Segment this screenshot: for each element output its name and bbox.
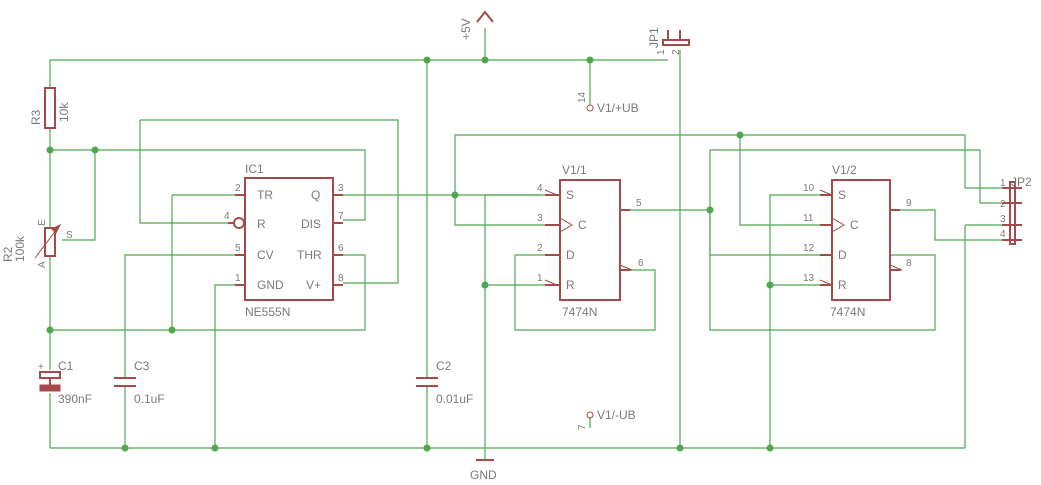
v1-ub-pos-pin: 14 xyxy=(577,91,588,103)
vcc-symbol: +5V xyxy=(459,10,494,40)
ic1-pin-tr: TR xyxy=(257,188,273,202)
jp2-header: JP2 1 2 3 4 xyxy=(1000,175,1032,245)
v1-1-pin-r: R xyxy=(566,278,575,292)
ic1-value: NE555N xyxy=(245,305,290,319)
jp2-pin4: 4 xyxy=(1000,229,1006,240)
ic1-pin-dis: DIS xyxy=(301,217,321,231)
v1-2-num-9: 9 xyxy=(906,198,912,209)
ic1-pin-cv: CV xyxy=(257,248,274,262)
v1-2-value: 7474N xyxy=(830,305,865,319)
v1-2-pin-s: S xyxy=(838,188,846,202)
ic1-num-7: 7 xyxy=(338,211,344,222)
c2-name: C2 xyxy=(436,359,452,373)
v1-1-num-6: 6 xyxy=(638,258,644,269)
v1-ub-pos-label: V1/+UB xyxy=(597,101,639,115)
ic1-pin-q: Q xyxy=(311,188,320,202)
ic1-pin-r: R xyxy=(257,217,266,231)
jp2-pin2: 2 xyxy=(1000,199,1006,210)
v1-2-num-13: 13 xyxy=(803,273,815,284)
v1-2-name: V1/2 xyxy=(832,163,857,177)
v1-ub-neg: V1/-UB 7 xyxy=(577,408,636,430)
gnd-symbol: GND xyxy=(470,459,497,482)
ic1-num-3: 3 xyxy=(338,183,344,194)
v1-1-num-3: 3 xyxy=(537,213,543,224)
v1-1-num-2: 2 xyxy=(537,243,543,254)
c1-capacitor: + C1 390nF xyxy=(38,359,92,406)
r2-pin-e: E xyxy=(37,219,48,226)
c1-name: C1 xyxy=(58,359,74,373)
jp1-pin1: 1 xyxy=(656,49,667,55)
jp2-pin1: 1 xyxy=(1000,178,1006,189)
v1-2-num-12: 12 xyxy=(803,243,815,254)
jp2-pin3: 3 xyxy=(1000,214,1006,225)
v1-1-num-1: 1 xyxy=(537,273,543,284)
v1-1-pin-d: D xyxy=(566,248,575,262)
c2-capacitor: C2 0.01uF xyxy=(416,359,473,406)
ic1-num-8: 8 xyxy=(338,273,344,284)
v1-2-pin-d: D xyxy=(838,248,847,262)
ic1-ne555: IC1 NE555N TR R CV GND Q DIS THR V+ 2 4 … xyxy=(224,162,344,319)
r3-value: 10k xyxy=(57,102,71,122)
v1-1-pin-s: S xyxy=(566,188,574,202)
gnd-label: GND xyxy=(470,468,497,482)
v1-2-pin-r: R xyxy=(838,278,847,292)
c1-value: 390nF xyxy=(58,392,92,406)
r2-pin-s: S xyxy=(66,230,73,241)
v1-1-pin-c: C xyxy=(578,218,587,232)
c1-plus: + xyxy=(38,362,44,373)
ic1-pin-thr: THR xyxy=(297,248,322,262)
jp1-pin2: 2 xyxy=(671,49,682,55)
c2-value: 0.01uF xyxy=(436,392,473,406)
v1-ub-neg-label: V1/-UB xyxy=(597,408,636,422)
ic1-pin-gnd: GND xyxy=(257,278,284,292)
ic1-num-2: 2 xyxy=(235,183,241,194)
c3-name: C3 xyxy=(134,359,150,373)
v1-2-pin-c: C xyxy=(850,218,859,232)
v1-1-num-4: 4 xyxy=(537,183,543,194)
c3-value: 0.1uF xyxy=(134,392,165,406)
r2-potentiometer: R2 100k A E S xyxy=(1,219,73,268)
vcc-label: +5V xyxy=(459,18,473,40)
c3-capacitor: C3 0.1uF xyxy=(114,359,165,406)
v1-ub-neg-pin: 7 xyxy=(577,424,588,430)
ic1-name: IC1 xyxy=(245,162,264,176)
v1-1-flipflop: V1/1 7474N S C D R 4 3 2 1 5 6 xyxy=(537,163,644,319)
jp1-header: JP1 1 2 xyxy=(647,27,690,55)
r2-value: 100k xyxy=(13,235,27,262)
r3-name: R3 xyxy=(29,109,43,125)
junctions xyxy=(46,56,774,452)
v1-1-name: V1/1 xyxy=(562,163,587,177)
ic1-num-5: 5 xyxy=(235,243,241,254)
v1-2-num-10: 10 xyxy=(803,183,815,194)
jp2-name: JP2 xyxy=(1011,175,1032,189)
v1-1-value: 7474N xyxy=(562,305,597,319)
r3-resistor: R3 10k xyxy=(29,87,71,129)
ic1-num-4: 4 xyxy=(224,211,230,222)
jp1-name: JP1 xyxy=(647,27,661,48)
r2-pin-a: A xyxy=(37,261,48,268)
ic1-pin-vplus: V+ xyxy=(306,278,321,292)
ic1-num-1: 1 xyxy=(235,273,241,284)
v1-1-num-5: 5 xyxy=(636,198,642,209)
v1-2-num-11: 11 xyxy=(803,213,814,224)
v1-2-num-8: 8 xyxy=(906,258,912,269)
ic1-num-6: 6 xyxy=(338,243,344,254)
r2-name: R2 xyxy=(1,246,15,262)
wires xyxy=(49,28,1002,460)
v1-2-flipflop: V1/2 7474N S C D R 10 11 12 13 9 8 xyxy=(803,163,912,319)
v1-ub-pos: V1/+UB 14 xyxy=(577,91,639,115)
